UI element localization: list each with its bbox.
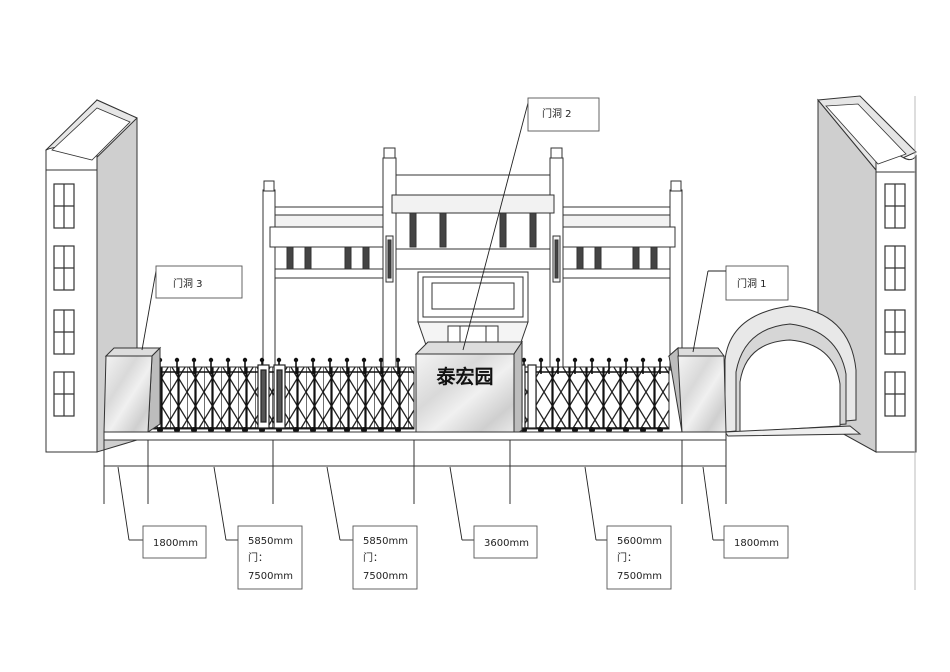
memorial-archway — [262, 147, 683, 371]
dimension-text: 1800mm — [153, 538, 198, 549]
right-building — [817, 95, 917, 453]
dimension-text: 门： — [363, 551, 383, 564]
fence-spike-tip — [589, 357, 595, 363]
fence-spike-tip — [344, 357, 350, 363]
dimension-label-gate-left-1: 5850mm 门： 7500mm — [237, 525, 303, 590]
callout-gate-2: 门洞 2 — [462, 97, 600, 351]
dimension-label-gate-right: 5600mm 门： 7500mm — [606, 525, 672, 590]
callout-gate-1-label: 门洞 1 — [737, 277, 767, 290]
fence-spike-tip — [361, 357, 367, 363]
fence-spike-tip — [259, 357, 265, 363]
fence-spike-tip — [623, 357, 629, 363]
fence-spike-tip — [572, 357, 578, 363]
fence-spike-tip — [606, 357, 612, 363]
dimension-label-pillar-left: 1800mm — [142, 525, 207, 559]
fence-spike-tip — [640, 357, 646, 363]
fence-spike-tip — [327, 357, 333, 363]
fence-spike-tip — [191, 357, 197, 363]
fence-spike-tip — [310, 357, 316, 363]
callout-gate-1: 门洞 1 — [692, 265, 789, 353]
dimension-text: 3600mm — [484, 538, 529, 549]
right-building-windows — [884, 183, 906, 417]
tunnel-arch — [724, 305, 862, 437]
fence-spike-tip — [293, 357, 299, 363]
left-marble-pillar — [103, 346, 162, 433]
dimension-text: 7500mm — [617, 571, 662, 582]
dimension-label-gate-left-2: 5850mm 门： 7500mm — [352, 525, 418, 590]
fence-spike-tip — [395, 357, 401, 363]
fence-spike-tip — [378, 357, 384, 363]
dimension-text: 门： — [248, 551, 268, 564]
callout-gate-3-label: 门洞 3 — [173, 277, 203, 290]
fence-spike-tip — [555, 357, 561, 363]
dimension-text: 7500mm — [363, 571, 408, 582]
right-marble-pillar — [667, 346, 727, 433]
dimension-leaders — [117, 466, 724, 541]
dimension-text: 5850mm — [363, 536, 408, 547]
fence-spike-tip — [225, 357, 231, 363]
ground-base — [103, 96, 916, 590]
estate-name-sign: 泰宏园 — [435, 365, 493, 388]
dimension-text: 门： — [617, 551, 637, 564]
dimension-text: 7500mm — [248, 571, 293, 582]
right-retractable-gate — [521, 366, 670, 430]
dimension-label-center-block: 3600mm — [473, 525, 538, 559]
fence-spike-tip — [521, 357, 527, 363]
center-sign-block — [414, 340, 523, 437]
callout-gate-3: 门洞 3 — [141, 265, 243, 351]
fence-spike-tip — [242, 357, 248, 363]
fence-spike-tip — [538, 357, 544, 363]
dimension-text: 1800mm — [734, 538, 779, 549]
left-building-windows — [53, 183, 75, 417]
fence-spike-tip — [276, 357, 282, 363]
fence-spike-tip — [208, 357, 214, 363]
fence-spike-tip — [174, 357, 180, 363]
fence-spike-tip — [657, 357, 663, 363]
dimension-text: 5600mm — [617, 536, 662, 547]
callout-gate-2-label: 门洞 2 — [542, 107, 572, 120]
dimension-text: 5850mm — [248, 536, 293, 547]
dimension-label-pillar-right: 1800mm — [723, 525, 789, 559]
